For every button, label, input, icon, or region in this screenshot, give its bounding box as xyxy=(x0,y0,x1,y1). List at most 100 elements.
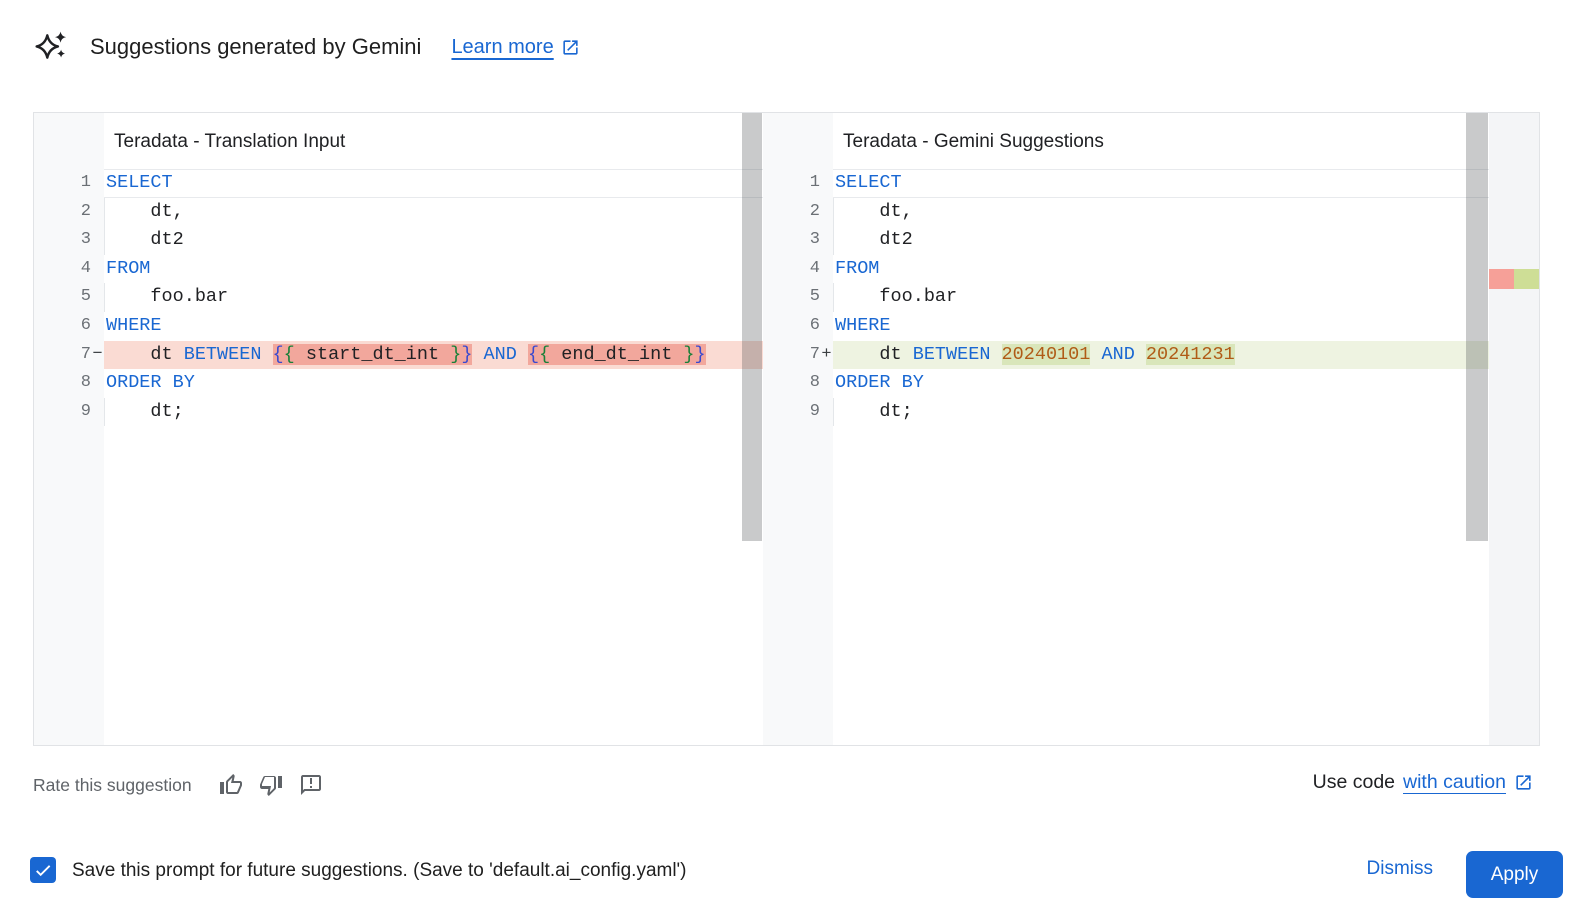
diff-sign xyxy=(91,398,104,427)
line-number: 3 xyxy=(80,230,91,250)
code-line-content: foo.bar xyxy=(833,283,1489,312)
dismiss-button[interactable]: Dismiss xyxy=(1366,858,1434,879)
code-line-5[interactable]: 5 foo.bar xyxy=(34,283,763,312)
suggestions-header: Suggestions generated by Gemini Learn mo… xyxy=(33,25,580,69)
diff-sign: − xyxy=(92,344,103,364)
diff-sign xyxy=(91,255,104,284)
use-code-notice: Use code with caution xyxy=(1313,771,1533,794)
code-token: FROM xyxy=(835,257,880,279)
thumb-up-button[interactable] xyxy=(218,772,244,798)
scrollbar-thumb[interactable] xyxy=(742,113,762,541)
line-number-gutter xyxy=(34,113,104,745)
scrollbar-left[interactable] xyxy=(741,113,763,745)
code-token xyxy=(261,344,272,365)
code-token: dt xyxy=(835,343,913,365)
diff-sign xyxy=(820,255,833,284)
line-number: 8 xyxy=(80,373,91,393)
diff-sign xyxy=(820,169,833,198)
ruler-removed-mark xyxy=(1489,269,1514,289)
rate-suggestion-row: Rate this suggestion xyxy=(33,768,324,802)
code-line-8[interactable]: 8 ORDER BY xyxy=(763,369,1489,398)
code-line-1[interactable]: 1 SELECT xyxy=(34,169,763,198)
diff-sign: + xyxy=(821,344,832,364)
code-line-content: dt2 xyxy=(104,226,763,255)
save-prompt-checkbox[interactable] xyxy=(30,857,56,883)
line-number: 4 xyxy=(809,258,820,278)
ruler-added-mark xyxy=(1514,269,1539,289)
feedback-button[interactable] xyxy=(298,772,324,798)
code-token: { xyxy=(272,343,284,365)
diff-overview-ruler[interactable] xyxy=(1489,113,1539,745)
editor-title-right: Teradata - Gemini Suggestions xyxy=(843,131,1104,152)
code-token: FROM xyxy=(106,257,151,279)
line-number: 6 xyxy=(80,315,91,335)
code-line-5[interactable]: 5 foo.bar xyxy=(763,283,1489,312)
line-number: 1 xyxy=(80,173,91,192)
code-line-content: dt; xyxy=(104,398,763,427)
code-line-content: FROM xyxy=(833,255,1489,284)
code-line-3[interactable]: 3 dt2 xyxy=(763,226,1489,255)
line-number: 8 xyxy=(809,373,820,393)
code-token: ORDER BY xyxy=(835,372,924,394)
code-line-content: foo.bar xyxy=(104,283,763,312)
code-line-content: dt; xyxy=(833,398,1489,427)
code-token xyxy=(517,344,528,365)
code-line-7[interactable]: 7+ dt BETWEEN 20240101 AND 20241231 xyxy=(763,340,1489,370)
thumb-down-icon xyxy=(259,776,282,796)
code-token: dt; xyxy=(106,400,184,422)
line-number: 7 xyxy=(809,344,820,364)
apply-button[interactable]: Apply xyxy=(1466,851,1563,898)
feedback-icon xyxy=(300,775,321,795)
code-token: foo.bar xyxy=(106,286,229,308)
code-token: dt, xyxy=(106,200,184,222)
code-token: foo.bar xyxy=(835,286,958,308)
code-line-7[interactable]: 7− dt BETWEEN {{ start_dt_int }} AND {{ … xyxy=(34,340,763,370)
gemini-sparkle-icon xyxy=(33,28,69,66)
with-caution-link[interactable]: with caution xyxy=(1403,771,1506,793)
code-line-content: dt, xyxy=(833,198,1489,227)
diff-sign xyxy=(91,198,104,227)
rate-label: Rate this suggestion xyxy=(33,774,192,795)
line-number: 7 xyxy=(80,344,91,364)
code-line-2[interactable]: 2 dt, xyxy=(763,198,1489,227)
code-line-3[interactable]: 3 dt2 xyxy=(34,226,763,255)
code-line-9[interactable]: 9 dt; xyxy=(763,398,1489,427)
code-line-2[interactable]: 2 dt, xyxy=(34,198,763,227)
page-title: Suggestions generated by Gemini xyxy=(90,34,422,59)
checkmark-icon xyxy=(36,865,51,877)
line-number: 3 xyxy=(809,230,820,250)
code-token: AND xyxy=(483,343,517,365)
code-token: } xyxy=(683,343,695,365)
code-line-9[interactable]: 9 dt; xyxy=(34,398,763,427)
learn-more-link[interactable]: Learn more xyxy=(451,36,579,59)
code-line-4[interactable]: 4 FROM xyxy=(763,255,1489,284)
code-token: { xyxy=(283,343,295,365)
code-line-content: dt2 xyxy=(833,226,1489,255)
code-token: BETWEEN xyxy=(912,343,991,365)
diff-sign xyxy=(820,369,833,398)
thumb-down-button[interactable] xyxy=(258,772,284,798)
line-number: 2 xyxy=(80,201,91,221)
code-line-content: SELECT xyxy=(104,169,763,198)
code-token: } xyxy=(694,343,706,365)
diff-sign xyxy=(820,398,833,427)
line-number: 2 xyxy=(809,201,820,221)
scrollbar-thumb[interactable] xyxy=(1466,113,1488,541)
code-token: dt xyxy=(106,343,184,365)
code-token: dt, xyxy=(835,200,913,222)
code-token: dt; xyxy=(835,400,913,422)
scrollbar-right[interactable] xyxy=(1465,113,1489,745)
thumb-up-icon xyxy=(219,774,242,794)
code-token: start_dt_int xyxy=(294,343,451,365)
code-token: end_dt_int xyxy=(550,343,684,365)
code-token: AND xyxy=(1101,343,1135,365)
